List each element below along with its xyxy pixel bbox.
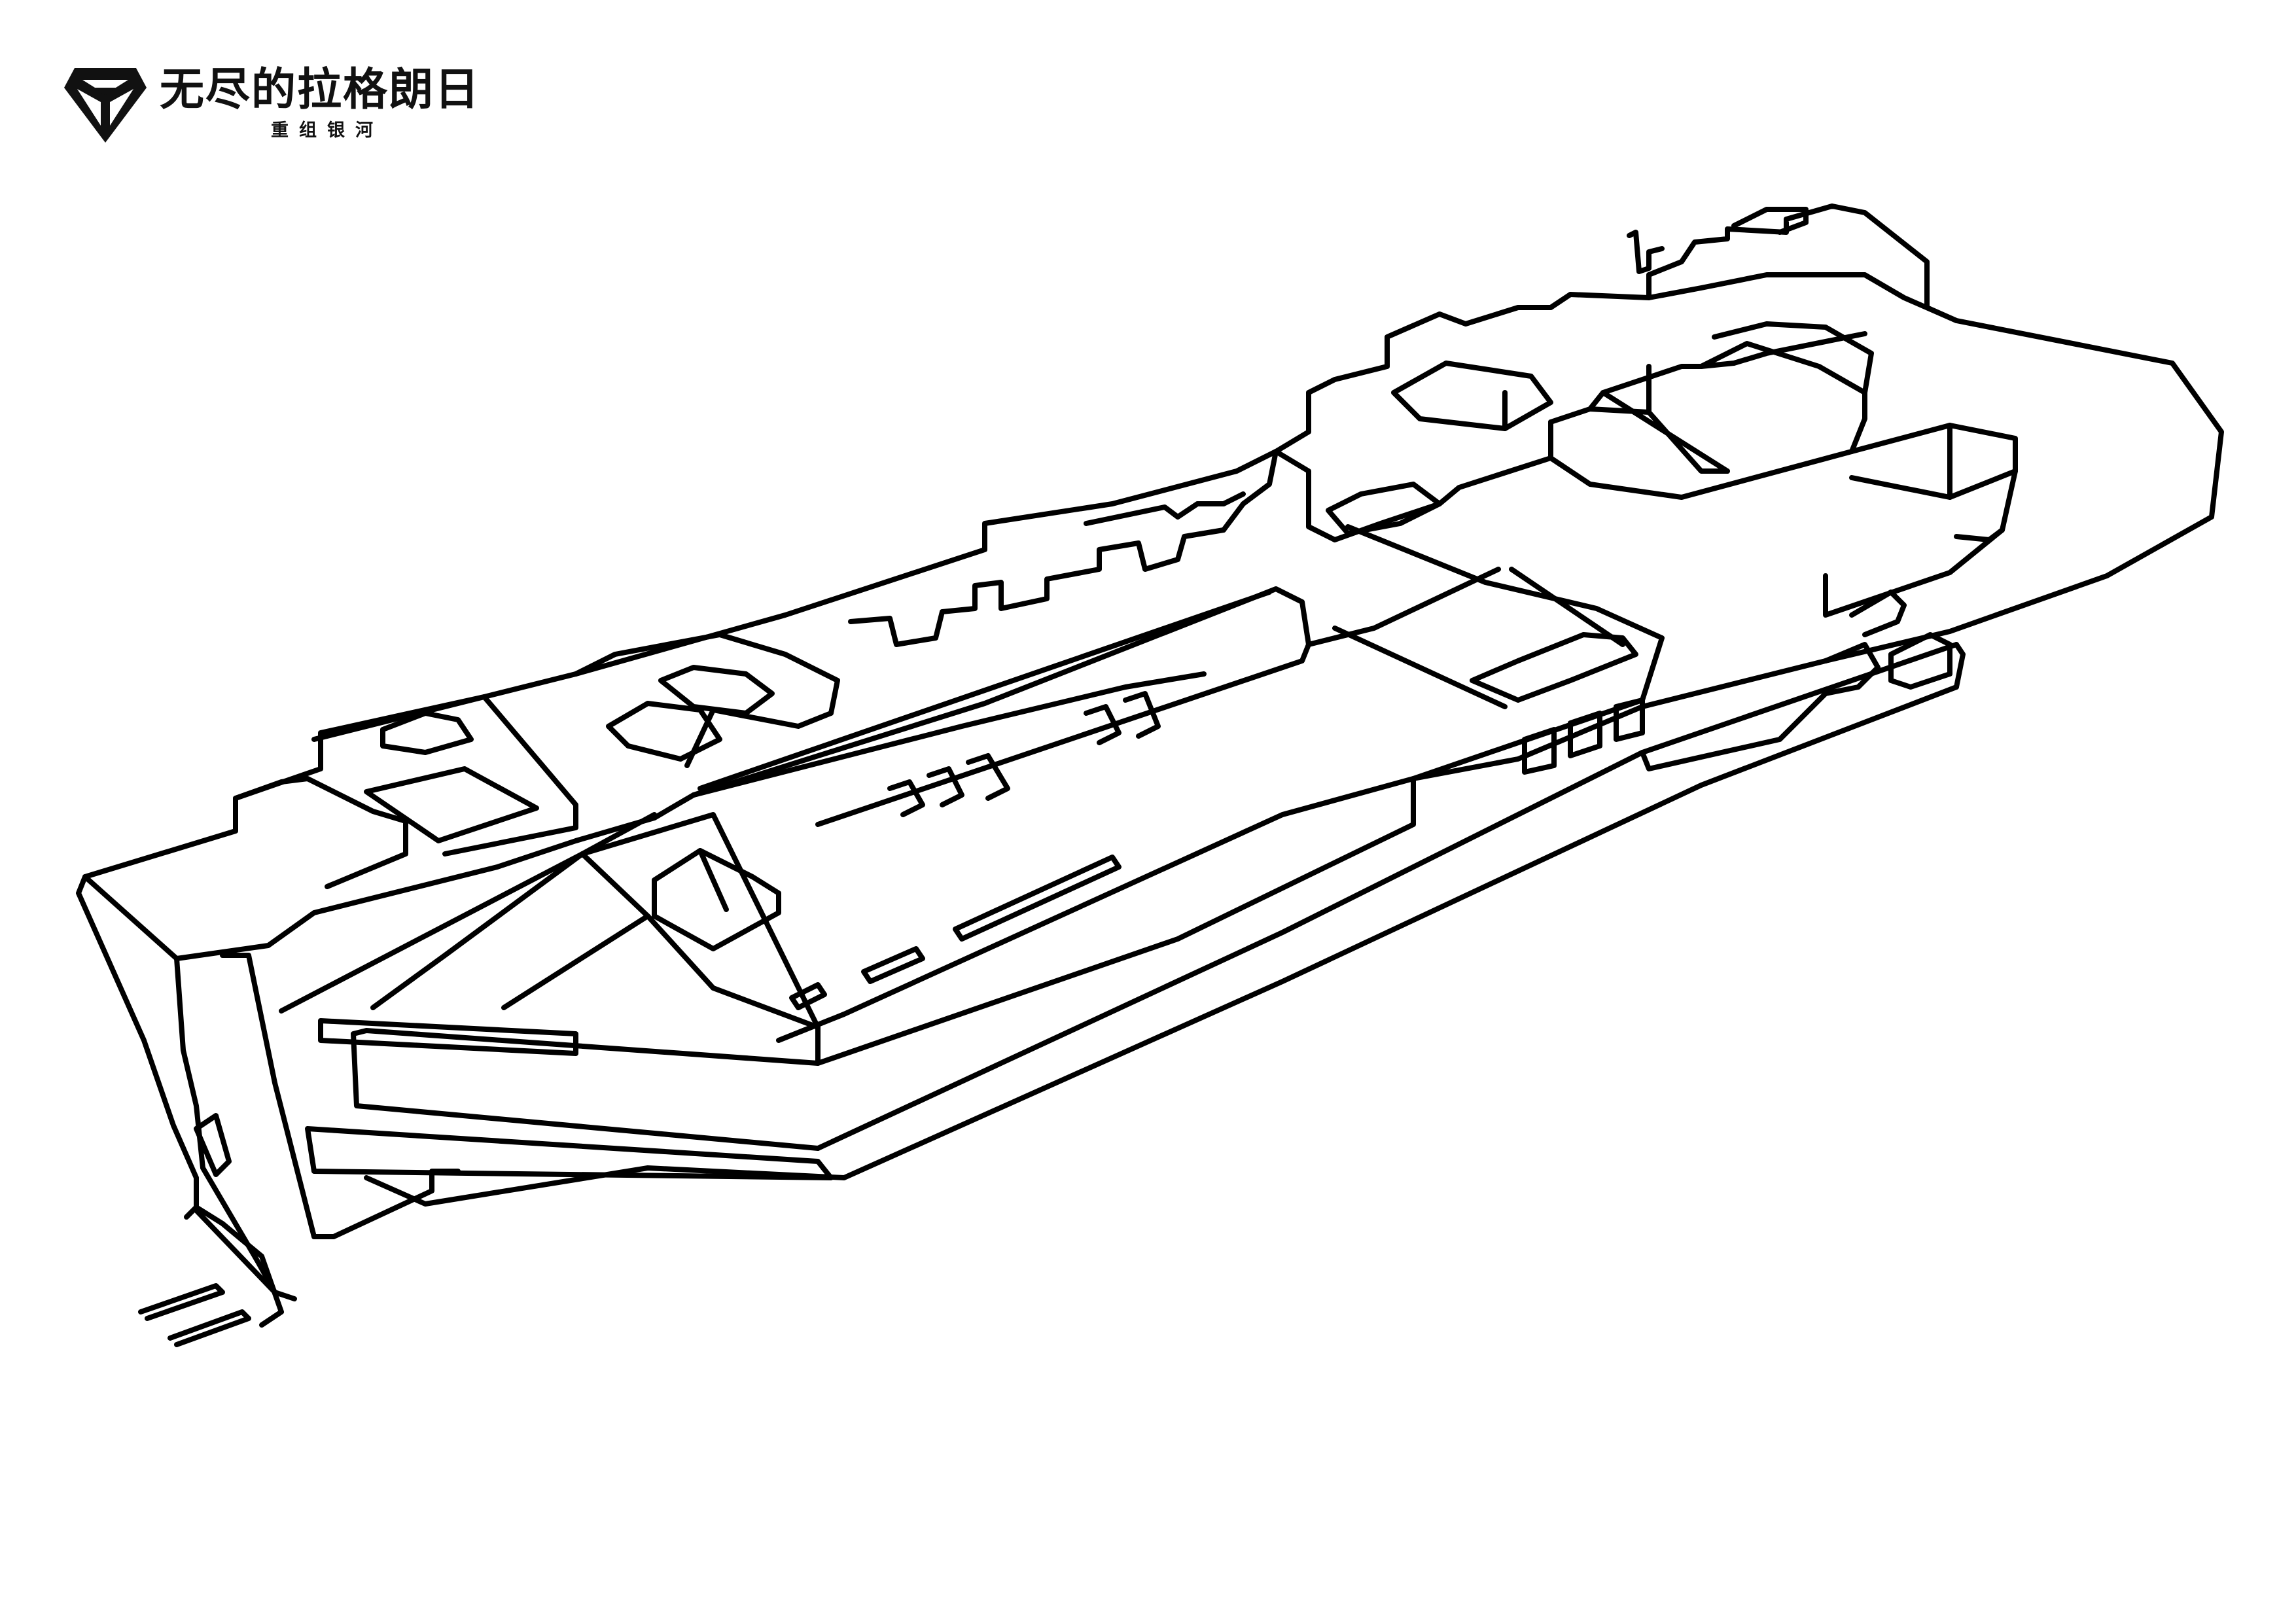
bow-window [194,1113,232,1177]
central-rail [691,586,1311,827]
aft-deck-diagonal [1306,567,1501,647]
deck-vent-3 [953,855,1122,942]
forward-bump [380,711,474,755]
bow-lower-module [184,1205,284,1328]
superstructure-base [1273,331,1867,542]
aft-thruster-1 [1849,590,1907,637]
hull-top-edge [82,203,2224,1043]
deck-vent-1 [789,982,827,1010]
side-window-1 [1522,727,1557,775]
aft-engine-block [1823,468,2018,618]
superstructure-ramp [1221,449,1279,533]
bow-side-plate [220,953,461,1239]
superstructure-block-1 [1326,482,1442,536]
deck-fin-5 [1123,691,1161,739]
bow-turret [652,848,781,951]
brand-logo: 无尽的拉格朗日 重组银河 [63,60,560,152]
bow-block [82,671,1207,961]
front-deck-lower [305,1126,834,1180]
front-deck-facet-line-1 [501,913,650,1010]
superstructure-block-2 [1391,361,1553,431]
gun-barrel-lower [168,1309,251,1347]
deck-fin-3 [966,753,1010,801]
front-deck-slot [318,1018,578,1056]
front-deck-facet-left [370,851,821,1030]
bridge-antenna [1627,230,1665,274]
hull-side-bottom [364,684,1959,1207]
aft-thruster-2 [1888,632,1952,690]
brand-title: 无尽的拉格朗日 [160,64,481,116]
forward-module [233,776,408,889]
bow-face [76,874,297,1301]
aft-deck-line-1 [1332,626,1508,709]
mid-turret-2 [606,701,722,762]
front-deck-right-wall [815,697,1645,1066]
mid-turret-1 [573,632,840,768]
bridge-tower-facet-1 [1600,390,1730,474]
hull-side-lower [815,642,1959,1151]
mid-turret-3 [658,665,775,716]
keel-lower [1640,691,1828,771]
faceted-shield-emblem-icon [64,68,147,143]
aft-deck-turret [1470,632,1638,703]
side-window-3 [1614,697,1645,742]
bridge-tower-facets [1587,406,1730,474]
deck-fin-4 [1084,704,1122,745]
deck-vent-2 [861,946,925,984]
forward-square-window [364,766,539,843]
gun-barrel-upper [138,1283,225,1321]
side-window-2 [1568,711,1602,758]
bow-turret-edge [698,848,729,912]
aft-deck-line-2 [1509,567,1625,647]
front-deck-facet-line-2 [580,812,657,856]
upper-deck-steps [848,527,1226,647]
keel-rear [1954,642,1966,690]
deck-fin-1 [887,779,925,817]
deck-fin-2 [927,766,964,807]
aft-deck-plate [1345,524,1665,703]
bridge-radar [1731,207,1809,235]
central-rail-inner [698,590,1272,791]
bridge-top-deck [1646,272,1959,323]
bridge-right-block [1849,423,2018,500]
upper-deck-edge-2 [1084,491,1246,526]
aft-side-module [1823,642,1881,696]
bridge-tower-left [1548,341,1867,500]
aft-side-panel [1954,527,2005,542]
bridge-upper-block [1712,321,1874,395]
brand-subtitle: 重组银河 [271,120,383,141]
